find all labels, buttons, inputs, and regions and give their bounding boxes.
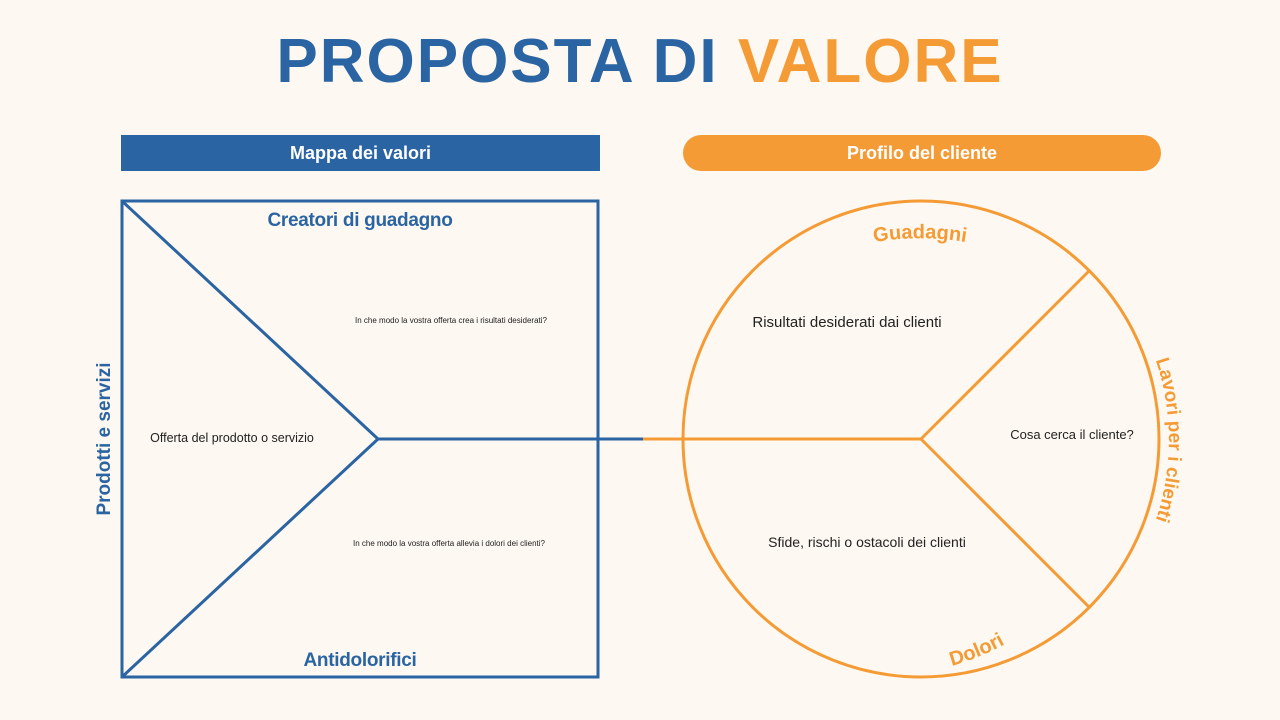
gains-description: Risultati desiderati dai clienti (752, 314, 941, 331)
gains-label: Guadagni (872, 221, 969, 247)
value-map-lower-diagonal (120, 437, 380, 679)
jobs-description: Cosa cerca il cliente? (1010, 427, 1134, 442)
pain-relievers-label: Antidolorifici (304, 650, 417, 671)
customer-profile-banner: Profilo del cliente (683, 135, 1161, 171)
value-map-banner: Mappa dei valori (121, 135, 600, 171)
title-part-1: PROPOSTA DI (276, 27, 719, 96)
pains-description: Sfide, rischi o ostacoli dei clienti (768, 534, 966, 550)
page-title: PROPOSTA DI VALORE (0, 26, 1280, 98)
product-offer-text: Offerta del prodotto o servizio (150, 431, 314, 445)
pain-relievers-question: In che modo la vostra offerta allevia i … (353, 539, 546, 548)
gain-creators-label: Creatori di guadagno (267, 210, 452, 231)
title-part-2: VALORE (737, 27, 1004, 96)
value-map-upper-diagonal (120, 199, 380, 441)
gain-creators-question: In che modo la vostra offerta crea i ris… (355, 316, 548, 325)
jobs-label: Lavori per i clienti (1151, 355, 1185, 525)
products-services-label: Prodotti e servizi (94, 362, 115, 515)
customer-profile-lower-divider (919, 437, 1091, 609)
customer-profile-upper-divider (919, 269, 1091, 441)
